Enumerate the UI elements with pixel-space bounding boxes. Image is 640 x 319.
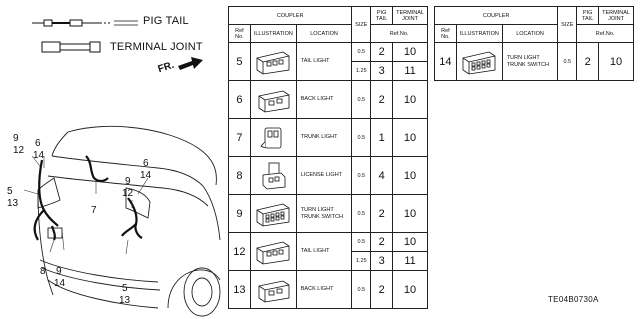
size: 0.5 bbox=[557, 42, 578, 81]
ref-no: 12 bbox=[228, 232, 251, 271]
pig-tail-ref: 4 bbox=[370, 156, 394, 195]
diagram-part-code: TE04B0730A bbox=[548, 295, 599, 304]
ref-no: 7 bbox=[228, 118, 251, 157]
ref-no: 6 bbox=[228, 80, 251, 119]
coupler-illustration bbox=[249, 194, 297, 233]
size: 0.5 bbox=[351, 194, 372, 233]
size: 1.25 bbox=[351, 61, 372, 81]
pig-tail-label: PIG TAIL bbox=[143, 15, 189, 27]
header-location: LOCATION bbox=[501, 24, 559, 43]
coupler-illustration bbox=[455, 42, 503, 81]
callout-5: 5 bbox=[7, 186, 13, 197]
callout-12b: 12 bbox=[122, 188, 134, 199]
pig-tail-ref: 2 bbox=[576, 42, 600, 81]
location: TAIL LIGHT bbox=[295, 232, 353, 271]
terminal-ref: 11 bbox=[392, 61, 428, 81]
location: TRUNK LIGHT bbox=[295, 118, 353, 157]
pig-tail-ref: 3 bbox=[370, 61, 394, 81]
header-size: SIZE bbox=[351, 6, 372, 43]
ref-no: 5 bbox=[228, 42, 251, 81]
terminal-ref: 10 bbox=[392, 80, 428, 119]
front-arrow-icon bbox=[178, 57, 203, 70]
terminal-joint-label: TERMINAL JOINT bbox=[110, 41, 203, 53]
vehicle-rear-illustration bbox=[23, 125, 221, 317]
header-coupler: COUPLER bbox=[433, 6, 559, 25]
pig-tail-ref: 2 bbox=[370, 232, 394, 252]
coupler-illustration bbox=[249, 156, 297, 195]
terminal-ref: 10 bbox=[392, 156, 428, 195]
header-size: SIZE bbox=[557, 6, 578, 43]
header-illustration: ILLUSTRATION bbox=[249, 24, 297, 43]
header-ref-no-2: Ref.No. bbox=[576, 24, 634, 43]
callout-7: 7 bbox=[91, 205, 97, 216]
callout-14c: 14 bbox=[54, 278, 66, 289]
callout-6: 6 bbox=[35, 138, 41, 149]
location: BACK LIGHT bbox=[295, 270, 353, 309]
terminal-ref: 10 bbox=[392, 232, 428, 252]
header-ref-no-2: Ref.No. bbox=[370, 24, 428, 43]
pig-tail-ref: 3 bbox=[370, 251, 394, 271]
location: BACK LIGHT bbox=[295, 80, 353, 119]
location: LICENSE LIGHT bbox=[295, 156, 353, 195]
callout-9: 9 bbox=[13, 133, 19, 144]
callout-14: 14 bbox=[33, 150, 45, 161]
pig-tail-ref: 2 bbox=[370, 80, 394, 119]
ref-no: 13 bbox=[228, 270, 251, 309]
pig-tail-ref: 1 bbox=[370, 118, 394, 157]
size: 0.5 bbox=[351, 232, 372, 252]
callout-12: 12 bbox=[13, 145, 25, 156]
pig-tail-ref: 2 bbox=[370, 194, 394, 233]
callout-13: 13 bbox=[7, 198, 19, 209]
terminal-ref: 10 bbox=[392, 42, 428, 62]
front-label: FR. bbox=[156, 59, 176, 76]
ref-no: 9 bbox=[228, 194, 251, 233]
coupler-illustration bbox=[249, 118, 297, 157]
callout-9c: 9 bbox=[56, 266, 62, 277]
location: TAIL LIGHT bbox=[295, 42, 353, 81]
terminal-joint-symbol bbox=[41, 41, 101, 53]
terminal-ref: 11 bbox=[392, 251, 428, 271]
pig-tail-ref: 2 bbox=[370, 42, 394, 62]
header-location: LOCATION bbox=[295, 24, 353, 43]
pig-tail-symbol bbox=[32, 19, 138, 27]
terminal-ref: 10 bbox=[392, 270, 428, 309]
terminal-ref: 10 bbox=[392, 194, 428, 233]
header-coupler: COUPLER bbox=[227, 6, 353, 25]
ref-no: 8 bbox=[228, 156, 251, 195]
coupler-illustration bbox=[249, 270, 297, 309]
size: 1.25 bbox=[351, 251, 372, 271]
callout-8: 8 bbox=[40, 266, 46, 277]
size: 0.5 bbox=[351, 270, 372, 309]
coupler-illustration bbox=[249, 80, 297, 119]
size: 0.5 bbox=[351, 80, 372, 119]
size: 0.5 bbox=[351, 156, 372, 195]
size: 0.5 bbox=[351, 118, 372, 157]
ref-no: 14 bbox=[434, 42, 457, 81]
coupler-illustration bbox=[249, 232, 297, 271]
coupler-illustration bbox=[249, 42, 297, 81]
callout-6b: 6 bbox=[143, 158, 149, 169]
callout-14b: 14 bbox=[140, 170, 152, 181]
header-illustration: ILLUSTRATION bbox=[455, 24, 503, 43]
terminal-ref: 10 bbox=[392, 118, 428, 157]
pig-tail-ref: 2 bbox=[370, 270, 394, 309]
callout-13b: 13 bbox=[119, 295, 131, 306]
size: 0.5 bbox=[351, 42, 372, 62]
callout-5b: 5 bbox=[122, 283, 128, 294]
callout-9b: 9 bbox=[125, 176, 131, 187]
terminal-ref: 10 bbox=[598, 42, 634, 81]
